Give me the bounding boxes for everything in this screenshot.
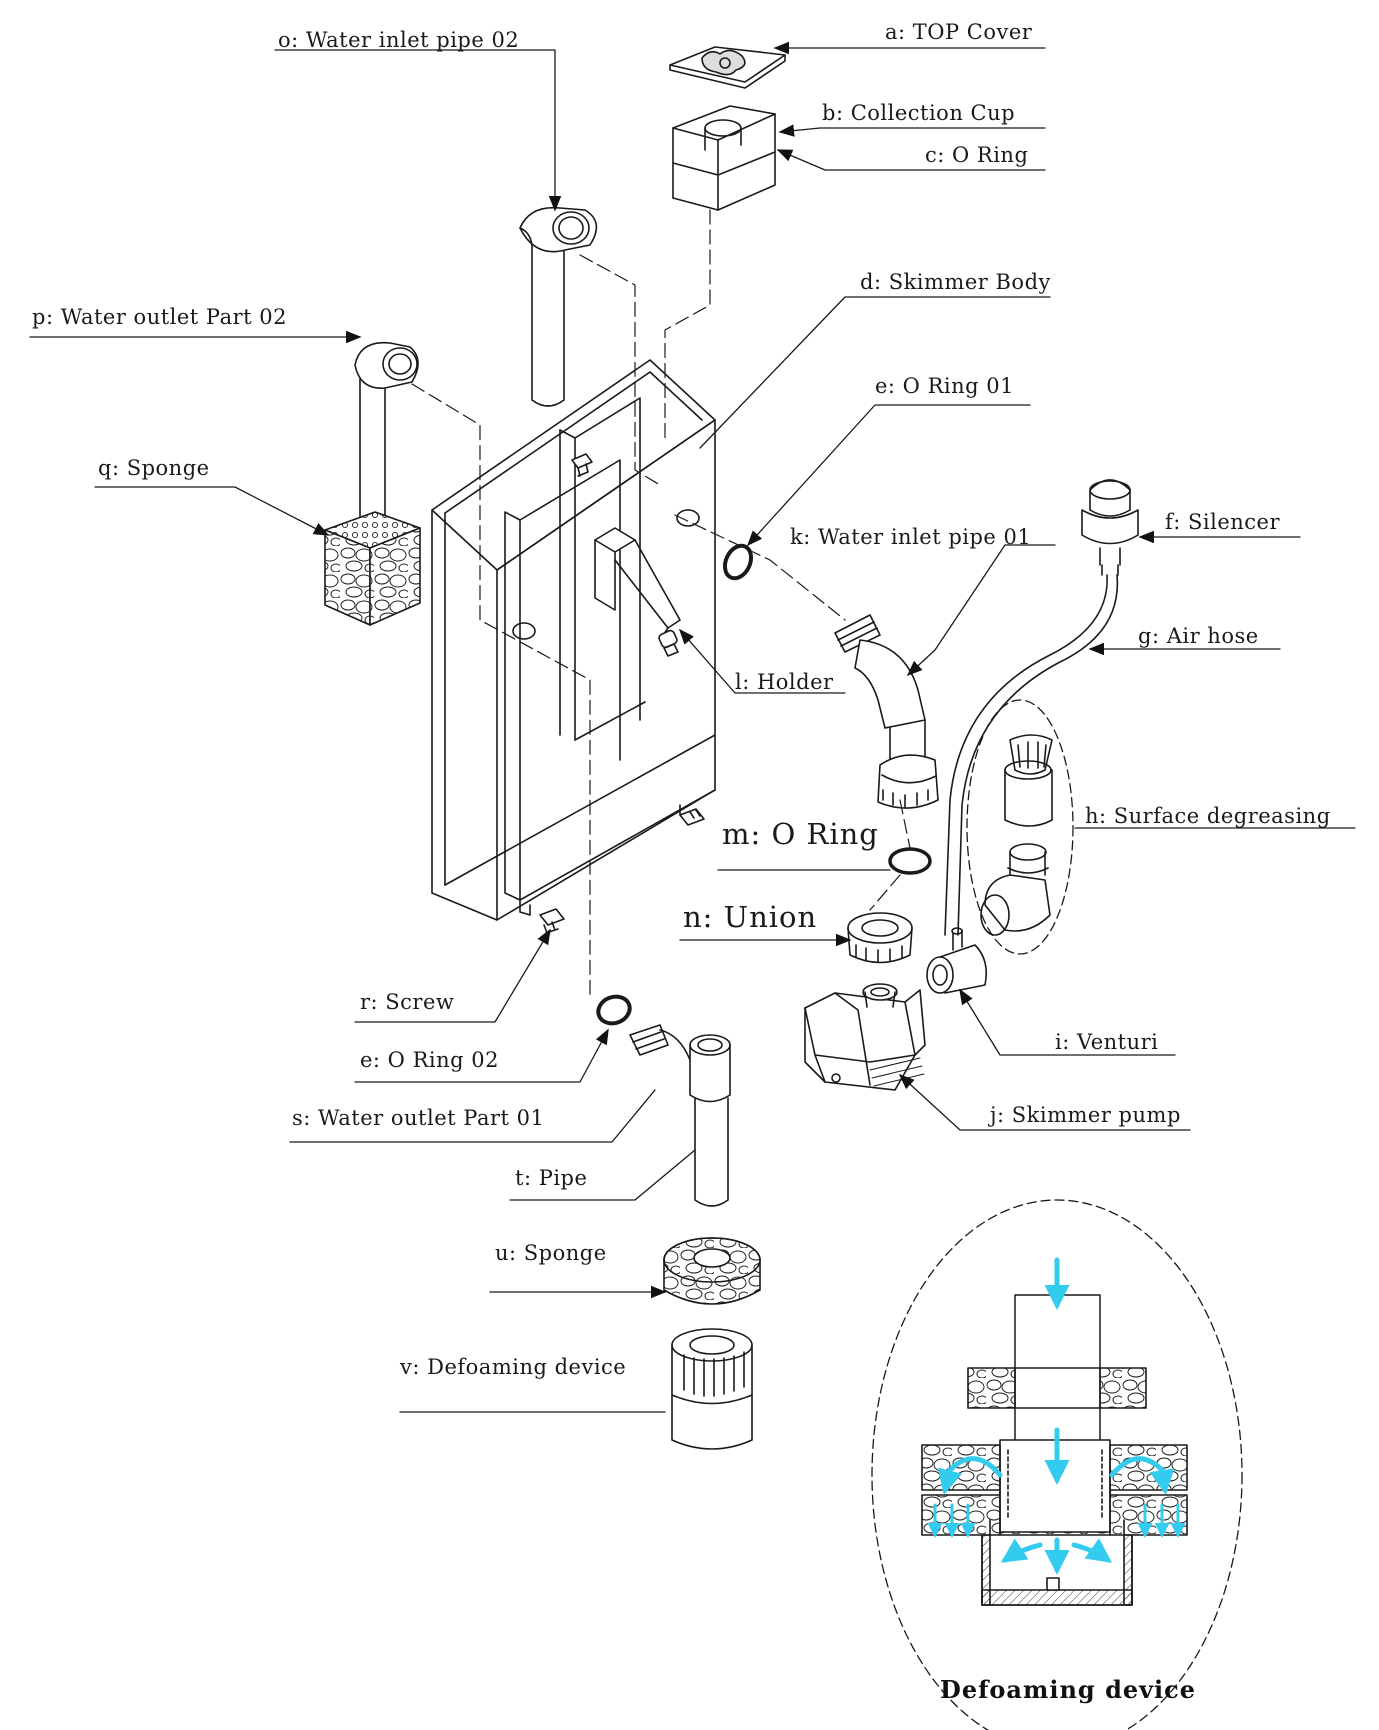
label-silencer: f: Silencer — [1165, 510, 1281, 534]
venturi — [926, 927, 988, 994]
skimmer-pump — [804, 983, 926, 1091]
sponge-u — [663, 1237, 761, 1305]
air-hose — [944, 574, 1119, 936]
label-water-inlet-pipe-02: o: Water inlet pipe 02 — [278, 28, 520, 52]
flow-arrows — [927, 1257, 1186, 1575]
water-inlet-pipe-01 — [834, 614, 939, 809]
label-o-ring-m: m: O Ring — [722, 817, 879, 851]
label-top-cover: a: TOP Cover — [885, 20, 1033, 44]
label-o-ring-01: e: O Ring 01 — [875, 374, 1014, 398]
union — [847, 912, 913, 964]
label-water-outlet-part-01: s: Water outlet Part 01 — [292, 1106, 545, 1130]
water-outlet-part-02 — [354, 341, 419, 531]
label-venturi: i: Venturi — [1055, 1030, 1159, 1054]
label-sponge-u: u: Sponge — [495, 1241, 607, 1265]
skimmer-body — [431, 359, 716, 921]
o-ring-01 — [722, 543, 754, 581]
o-ring-m — [888, 847, 932, 875]
label-water-outlet-part-02: p: Water outlet Part 02 — [32, 305, 287, 329]
assembly-axes — [411, 209, 911, 1001]
label-skimmer-pump: j: Skimmer pump — [990, 1103, 1181, 1127]
label-defoaming-device-v: v: Defoaming device — [400, 1355, 627, 1379]
label-air-hose: g: Air hose — [1138, 624, 1259, 648]
water-inlet-pipe-02 — [519, 206, 598, 407]
screw — [539, 453, 705, 934]
water-outlet-part-01 — [629, 1024, 731, 1103]
label-skimmer-body: d: Skimmer Body — [860, 270, 1051, 294]
label-sponge-q: q: Sponge — [98, 456, 210, 480]
pipe — [694, 1097, 729, 1207]
label-water-inlet-pipe-01: k: Water inlet pipe 01 — [790, 525, 1032, 549]
label-o-ring-c: c: O Ring — [925, 143, 1029, 167]
inset-title: Defoaming device — [940, 1675, 1197, 1704]
label-union: n: Union — [683, 900, 818, 934]
sponge-q — [324, 511, 421, 626]
defoaming-device-part — [671, 1328, 753, 1450]
label-screw: r: Screw — [360, 990, 455, 1014]
collection-cup — [672, 105, 776, 211]
leader-lines — [29, 41, 1356, 1413]
label-holder: l: Holder — [735, 670, 834, 694]
label-collection-cup: b: Collection Cup — [822, 101, 1016, 125]
holder — [594, 527, 681, 657]
label-surface-degreasing: h: Surface degreasing — [1085, 804, 1331, 828]
silencer — [1081, 479, 1139, 576]
label-pipe: t: Pipe — [515, 1166, 588, 1190]
label-o-ring-02: e: O Ring 02 — [360, 1048, 499, 1072]
top-cover — [669, 46, 786, 89]
o-ring-02 — [596, 994, 632, 1026]
surface-degreasing — [966, 699, 1074, 955]
